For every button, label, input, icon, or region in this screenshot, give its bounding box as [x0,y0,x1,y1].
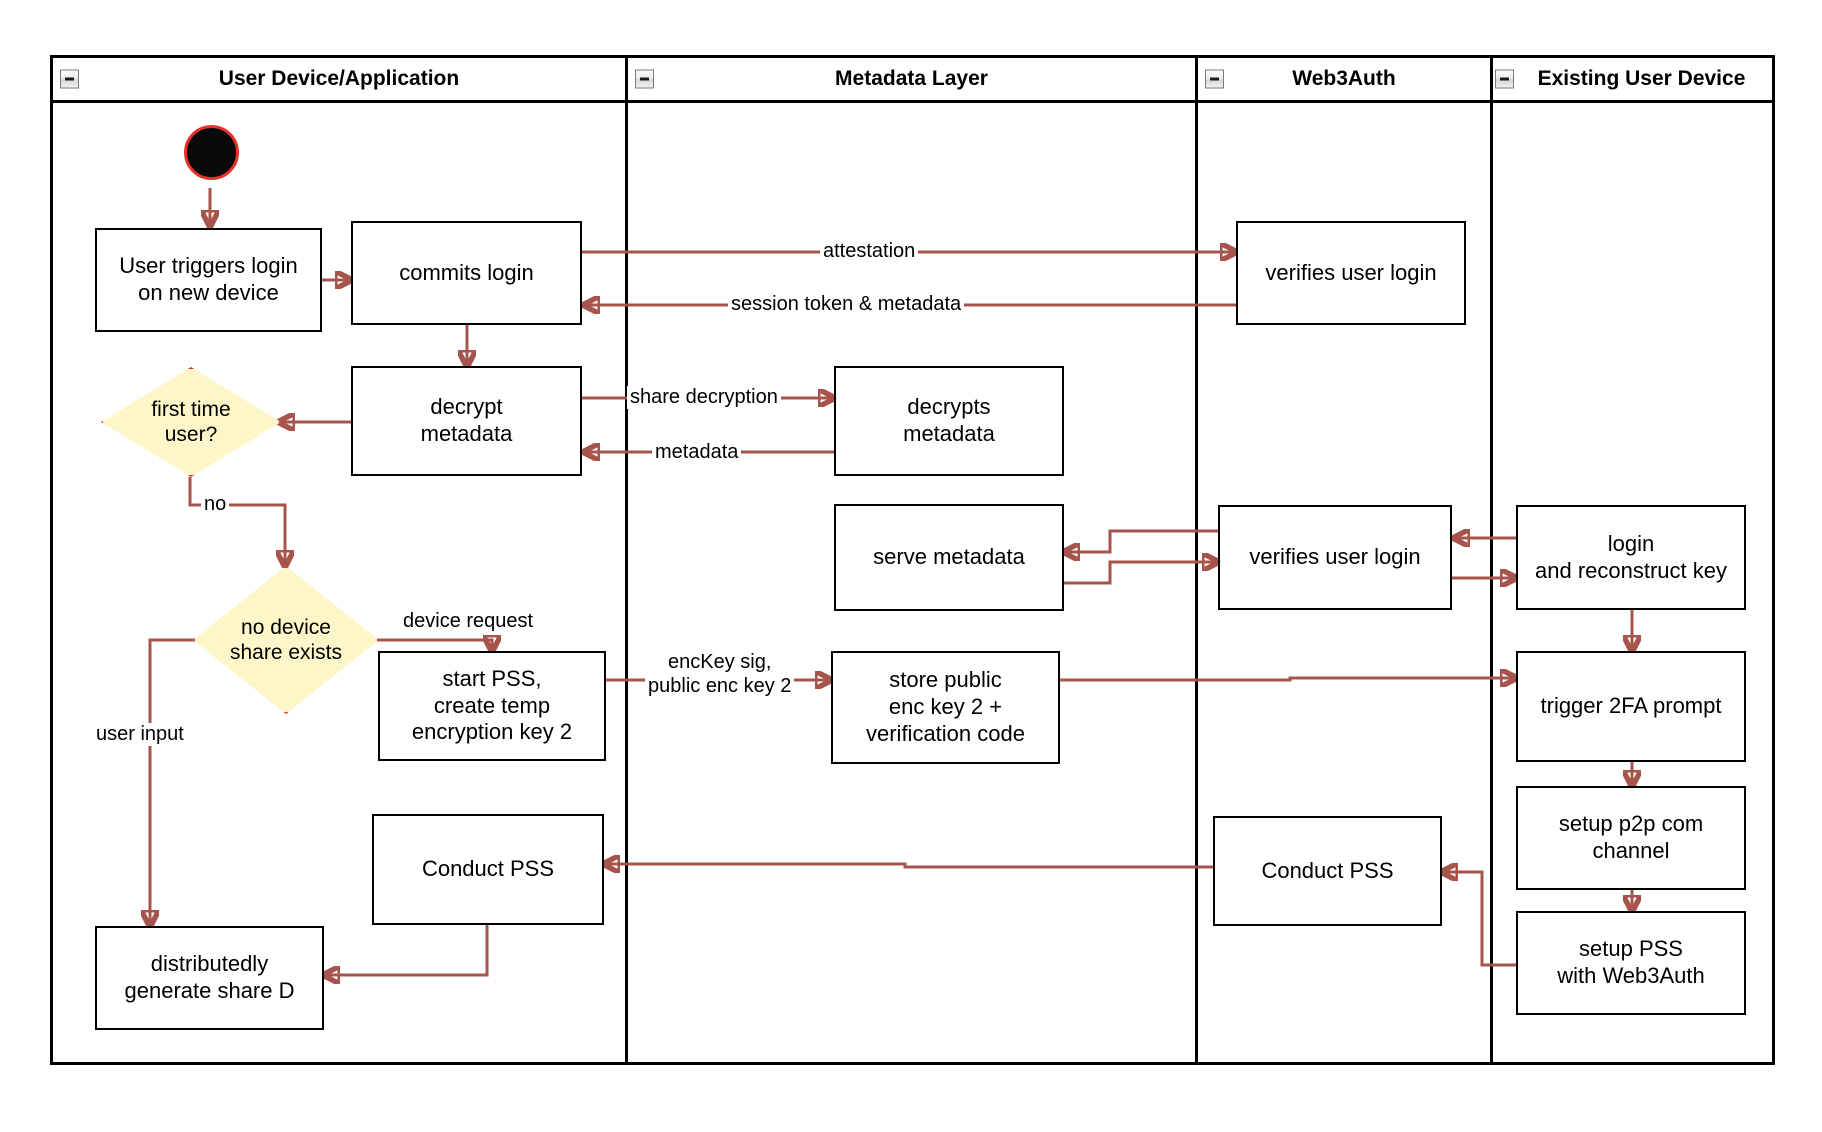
node-trigger-2fa-prompt[interactable]: trigger 2FA prompt [1516,651,1746,762]
node-verifies-user-login-top[interactable]: verifies user login [1236,221,1466,325]
lane-header-web3auth[interactable]: Web3Auth [1195,58,1490,103]
decision-label: no device share exists [229,615,343,664]
node-label: decrypts metadata [903,394,995,446]
minus-icon[interactable] [1205,69,1224,89]
node-setup-p2p-com-channel[interactable]: setup p2p com channel [1516,786,1746,890]
node-user-triggers-login[interactable]: User triggers login on new device [95,228,322,332]
node-label: Conduct PSS [1261,857,1394,883]
lane-title: Metadata Layer [835,67,988,90]
node-label: verifies user login [1249,544,1421,570]
node-label: verifies user login [1265,259,1437,285]
node-label: commits login [399,259,534,285]
edge-label-share-decryption: share decryption [627,386,781,409]
node-label: setup p2p com channel [1558,811,1704,863]
minus-icon[interactable] [60,69,79,89]
edge-label-enckey-sig: encKey sig, public enc key 2 [645,650,795,698]
node-commits-login[interactable]: commits login [351,221,582,325]
start-node [184,125,239,180]
edge-label-no: no [201,493,230,516]
node-conduct-pss-left[interactable]: Conduct PSS [372,814,604,925]
node-verifies-user-login-mid[interactable]: verifies user login [1218,505,1452,610]
lane-title: Existing User Device [1537,67,1746,90]
node-setup-pss-with-web3auth[interactable]: setup PSS with Web3Auth [1516,911,1746,1015]
node-label: store public enc key 2 + verification co… [866,667,1025,746]
node-distributedly-generate-share-d[interactable]: distributedly generate share D [95,926,324,1030]
node-login-and-reconstruct-key[interactable]: login and reconstruct key [1516,505,1746,610]
edge-label-metadata: metadata [652,441,742,464]
node-label: User triggers login on new device [119,253,298,305]
node-store-public-enc-key[interactable]: store public enc key 2 + verification co… [831,651,1060,764]
edge-label-session-token-metadata: session token & metadata [728,293,965,316]
node-label: distributedly generate share D [124,951,295,1003]
edge-label-device-request: device request [400,610,537,633]
minus-icon[interactable] [1495,69,1514,89]
lane-header-existing-user-device[interactable]: Existing User Device [1490,58,1772,103]
node-label: setup PSS with Web3Auth [1557,936,1705,988]
lane-body-metadata-layer [625,103,1195,1062]
lane-header-metadata-layer[interactable]: Metadata Layer [625,58,1195,103]
node-serve-metadata[interactable]: serve metadata [834,504,1064,611]
node-start-pss[interactable]: start PSS, create temp encryption key 2 [378,651,606,761]
swimlane-pool [50,55,1775,1065]
node-label: trigger 2FA prompt [1540,693,1722,719]
minus-icon[interactable] [635,69,654,89]
node-decrypt-metadata[interactable]: decrypt metadata [351,366,582,476]
edge-label-attestation: attestation [820,240,919,263]
node-label: start PSS, create temp encryption key 2 [411,665,573,745]
lane-title: User Device/Application [218,67,460,90]
decision-label: first time user? [151,397,231,446]
node-decrypts-metadata[interactable]: decrypts metadata [834,366,1064,476]
lane-header-user-device[interactable]: User Device/Application [53,58,625,103]
node-label: decrypt metadata [420,394,513,446]
node-label: Conduct PSS [421,856,555,882]
node-conduct-pss-right[interactable]: Conduct PSS [1213,816,1442,926]
lane-title: Web3Auth [1292,67,1396,90]
node-label: login and reconstruct key [1535,530,1727,583]
node-label: serve metadata [873,544,1025,570]
lane-body-existing-user-device [1490,103,1772,1062]
edge-label-user-input: user input [93,723,187,746]
